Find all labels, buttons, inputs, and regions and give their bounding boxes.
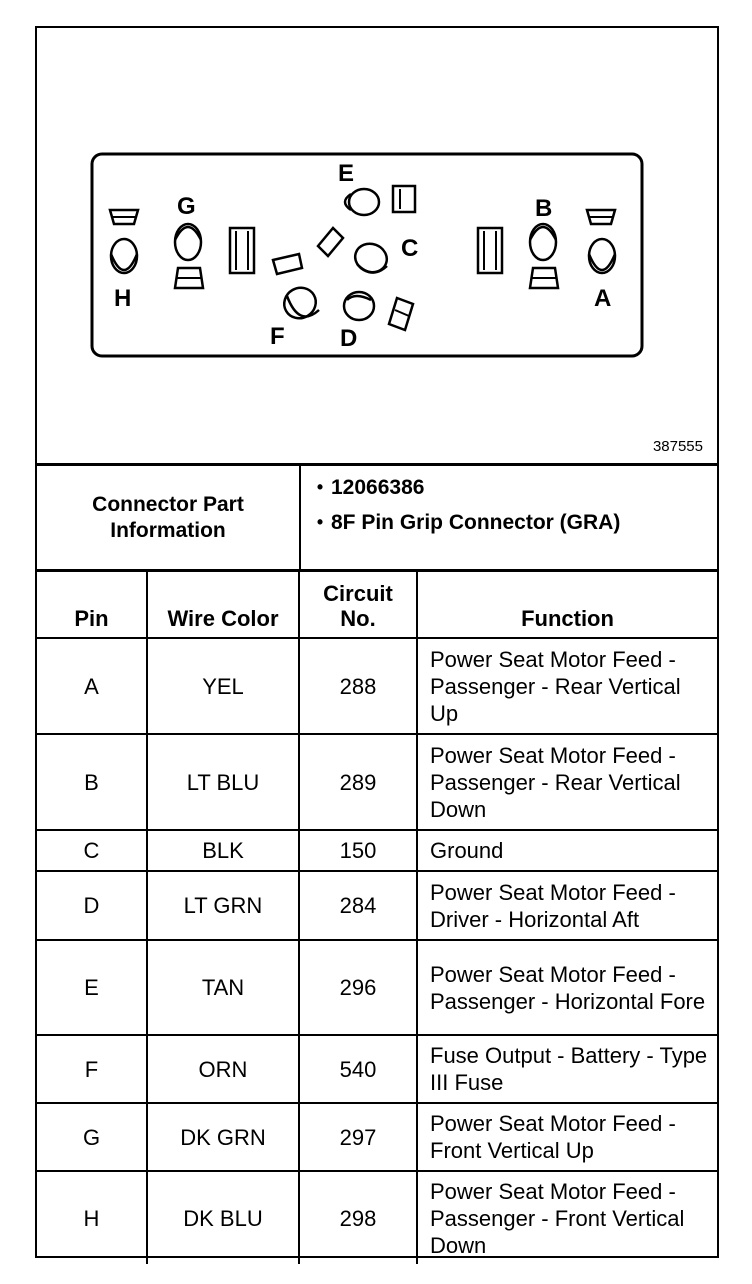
circuit-cell: 540: [298, 1034, 418, 1104]
wire-color-cell: LT GRN: [146, 870, 300, 941]
pin-h-terminal: [108, 208, 140, 275]
pin-cell: D: [37, 870, 148, 941]
bullet-icon: •: [316, 477, 324, 497]
function-cell: Power Seat Motor Feed - Passenger - Fron…: [416, 1170, 717, 1264]
pin-label-a: A: [594, 285, 611, 312]
table-row: C BLK 150 Ground: [37, 829, 717, 872]
pin-label-e: E: [338, 160, 354, 187]
pin-d-terminal: [342, 290, 415, 332]
pin-label-f: F: [270, 323, 285, 350]
circuit-cell: 298: [298, 1170, 418, 1264]
circuit-cell: 288: [298, 637, 418, 735]
wire-color-cell: DK GRN: [146, 1102, 300, 1172]
connector-document: H G F E: [35, 26, 719, 1264]
connector-face-diagram: H G F E: [90, 152, 644, 358]
pin-table: Pin Wire Color Circuit No. Function A YE…: [37, 569, 717, 1264]
pin-cell: G: [37, 1102, 148, 1172]
connector-part-info-label-text: Connector Part Information: [92, 492, 244, 542]
function-cell: Power Seat Motor Feed - Passenger - Hori…: [416, 939, 717, 1036]
function-cell: Power Seat Motor Feed - Passenger - Rear…: [416, 637, 717, 735]
table-row: H DK BLU 298 Power Seat Motor Feed - Pas…: [37, 1170, 717, 1264]
function-cell: Fuse Output - Battery - Type III Fuse: [416, 1034, 717, 1104]
pin-cell: E: [37, 939, 148, 1036]
pin-b-latch: [476, 226, 504, 275]
pin-cell: B: [37, 733, 148, 831]
bullet-icon: •: [316, 512, 324, 532]
pin-cell: F: [37, 1034, 148, 1104]
function-cell: Power Seat Motor Feed - Driver - Horizon…: [416, 870, 717, 941]
table-row: F ORN 540 Fuse Output - Battery - Type I…: [37, 1034, 717, 1104]
wire-color-cell: TAN: [146, 939, 300, 1036]
header-wire-color: Wire Color: [146, 569, 300, 639]
pin-cell: A: [37, 637, 148, 735]
circuit-cell: 296: [298, 939, 418, 1036]
connector-part-info-values: • 12066386 • 8F Pin Grip Connector (GRA): [309, 474, 709, 536]
header-function: Function: [416, 569, 717, 639]
circuit-cell: 284: [298, 870, 418, 941]
circuit-cell: 297: [298, 1102, 418, 1172]
pin-c-terminal: [316, 226, 389, 274]
pin-label-c: C: [401, 235, 418, 262]
function-cell: Power Seat Motor Feed - Front Vertical U…: [416, 1102, 717, 1172]
connector-face-figure: H G F E: [37, 28, 717, 466]
circuit-cell: 150: [298, 829, 418, 872]
part-number: 12066386: [331, 476, 425, 499]
pin-b-terminal: [528, 222, 560, 290]
pin-f-terminal: [271, 252, 320, 320]
table-row: D LT GRN 284 Power Seat Motor Feed - Dri…: [37, 870, 717, 941]
figure-number: 387555: [652, 438, 703, 455]
connector-type-item: • 8F Pin Grip Connector (GRA): [309, 509, 709, 536]
pin-cell: H: [37, 1170, 148, 1264]
connector-part-info: Connector Part Information • 12066386 • …: [37, 466, 717, 572]
pin-g-terminal: [173, 222, 205, 290]
header-circuit-no-text: Circuit No.: [323, 581, 393, 631]
wire-color-cell: YEL: [146, 637, 300, 735]
pin-label-d: D: [340, 325, 357, 352]
pin-a-terminal: [585, 208, 617, 275]
table-row: A YEL 288 Power Seat Motor Feed - Passen…: [37, 637, 717, 735]
table-row: E TAN 296 Power Seat Motor Feed - Passen…: [37, 939, 717, 1036]
header-circuit-no: Circuit No.: [298, 569, 418, 639]
wire-color-cell: DK BLU: [146, 1170, 300, 1264]
wire-color-cell: ORN: [146, 1034, 300, 1104]
function-cell: Power Seat Motor Feed - Passenger - Rear…: [416, 733, 717, 831]
wire-color-cell: LT BLU: [146, 733, 300, 831]
connector-part-info-label: Connector Part Information: [37, 466, 301, 569]
function-cell: Ground: [416, 829, 717, 872]
pin-e-terminal: [343, 184, 417, 217]
table-row: B LT BLU 289 Power Seat Motor Feed - Pas…: [37, 733, 717, 831]
wire-color-cell: BLK: [146, 829, 300, 872]
circuit-cell: 289: [298, 733, 418, 831]
pin-label-g: G: [177, 193, 196, 220]
pin-label-h: H: [114, 285, 131, 312]
header-pin: Pin: [37, 569, 148, 639]
pin-table-header: Pin Wire Color Circuit No. Function: [37, 569, 717, 639]
pin-g-latch: [228, 226, 256, 275]
table-row: G DK GRN 297 Power Seat Motor Feed - Fro…: [37, 1102, 717, 1172]
connector-type: 8F Pin Grip Connector (GRA): [331, 511, 621, 534]
part-number-item: • 12066386: [309, 474, 709, 501]
pin-cell: C: [37, 829, 148, 872]
pin-label-b: B: [535, 195, 552, 222]
